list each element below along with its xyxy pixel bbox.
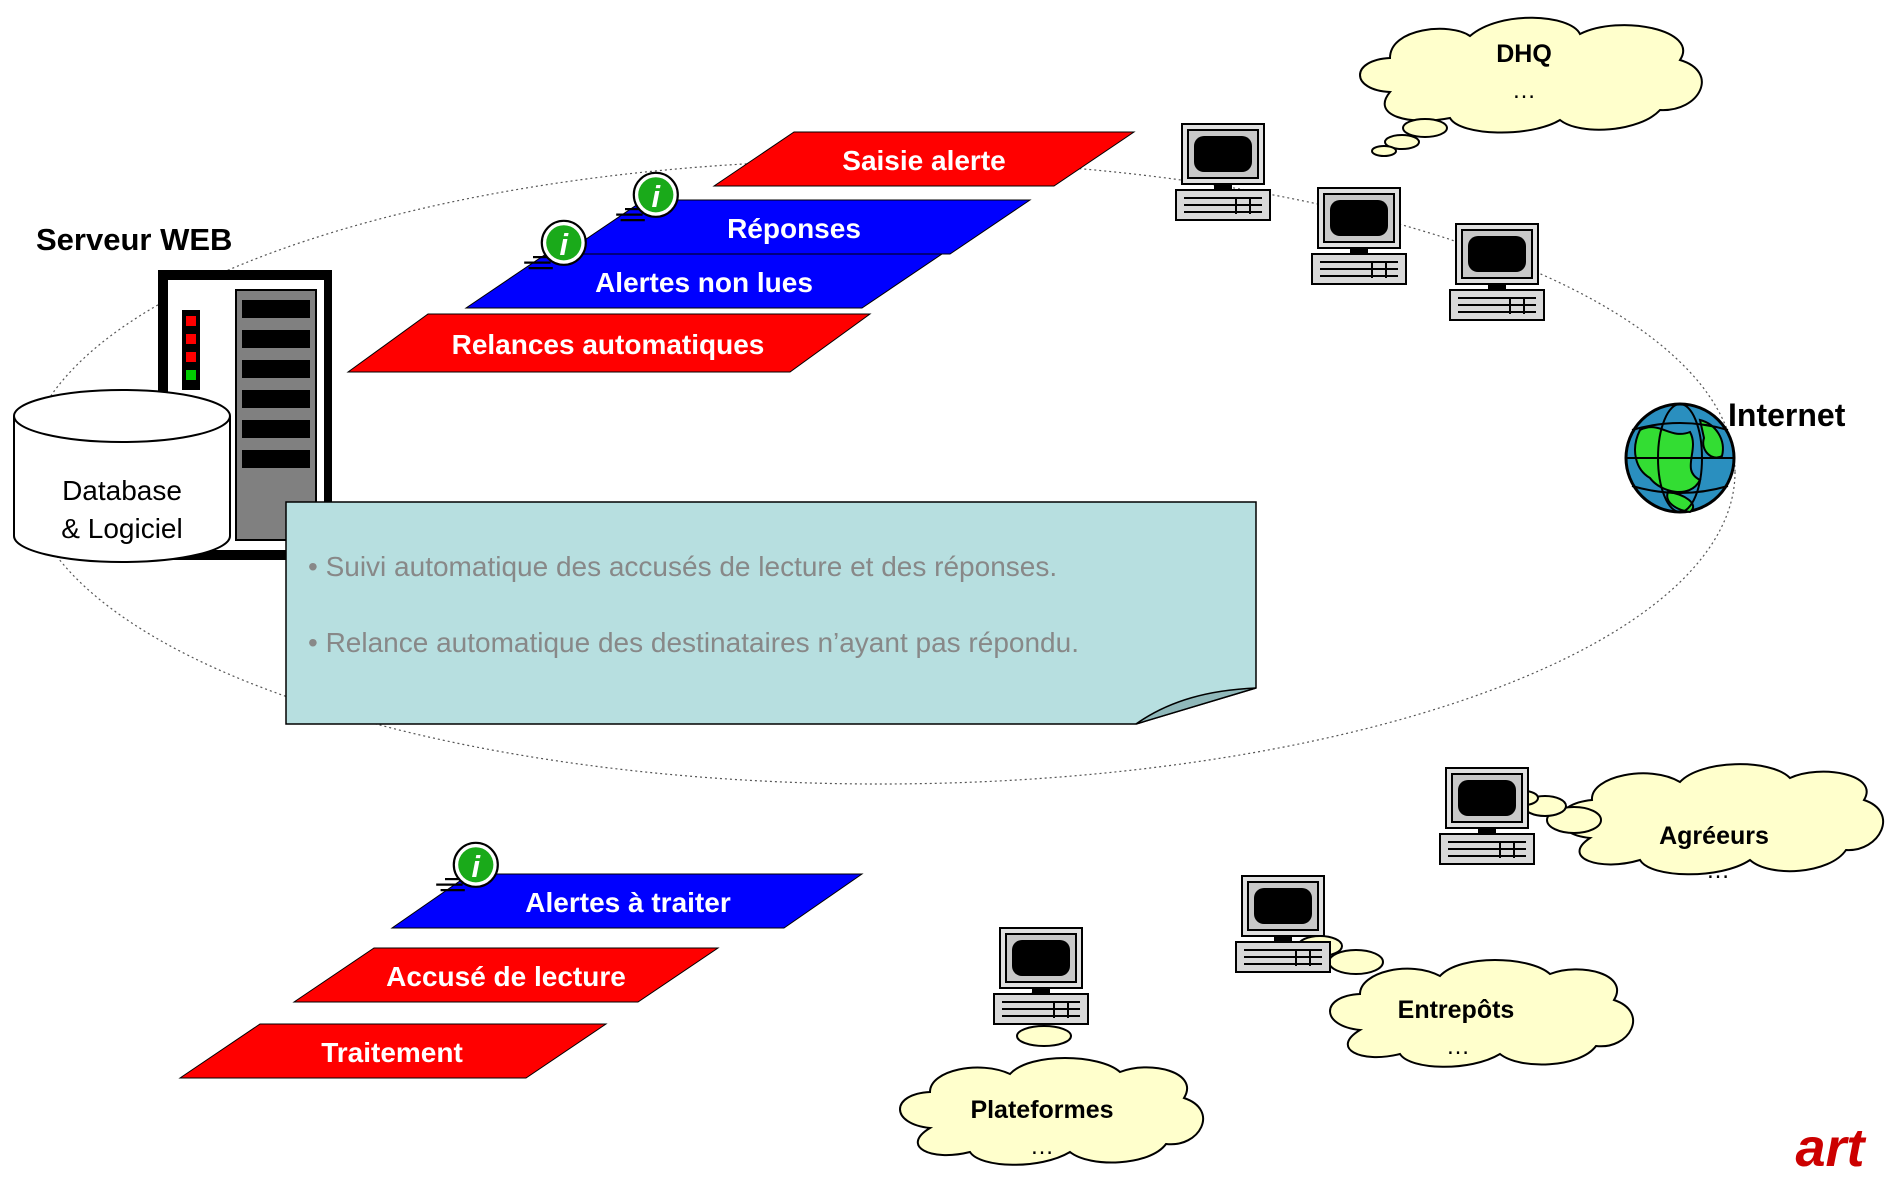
message-traitement: Traitement xyxy=(178,1023,608,1079)
svg-text:Alertes à traiter: Alertes à traiter xyxy=(525,887,731,918)
note-box: • Suivi automatique des accusés de lectu… xyxy=(285,501,1257,725)
message-relances-automatiques: Relances automatiques xyxy=(346,313,872,373)
database-label-2: & Logiciel xyxy=(61,513,182,544)
art-logo: art xyxy=(1795,1118,1866,1177)
cloud-plateformes-sub: … xyxy=(1030,1133,1054,1160)
computer-3 xyxy=(1448,222,1546,322)
cloud-entrepots: Entrepôts … xyxy=(1297,935,1635,1068)
database-icon: Database & Logiciel xyxy=(13,389,231,563)
svg-text:Accusé de lecture: Accusé de lecture xyxy=(386,961,626,992)
svg-text:Relances automatiques: Relances automatiques xyxy=(452,329,765,360)
cloud-plateformes-title: Plateformes xyxy=(970,1096,1113,1124)
message-accuse-de-lecture: Accusé de lecture xyxy=(292,947,720,1003)
computer-6 xyxy=(992,926,1090,1026)
computer-5 xyxy=(1234,874,1332,974)
note-line-1: • Suivi automatique des accusés de lectu… xyxy=(308,551,1057,582)
computer-2 xyxy=(1310,186,1408,286)
message-reponses: Réponses xyxy=(562,199,1032,255)
message-alertes-non-lues: Alertes non lues xyxy=(464,253,944,309)
computer-1 xyxy=(1174,122,1272,222)
globe-icon xyxy=(1624,402,1736,514)
cloud-dhq-title: DHQ xyxy=(1496,40,1552,68)
svg-text:Alertes non lues: Alertes non lues xyxy=(595,267,813,298)
note-line-2: • Relance automatique des destinataires … xyxy=(308,627,1079,658)
cloud-dhq: DHQ … xyxy=(1359,16,1703,157)
computer-4 xyxy=(1438,766,1536,866)
message-alertes-a-traiter: Alertes à traiter xyxy=(390,873,864,929)
cloud-agreeurs: Agréeurs … xyxy=(1509,763,1885,884)
database-label-1: Database xyxy=(62,475,182,506)
server-title: Serveur WEB xyxy=(36,222,232,257)
internet-label: Internet xyxy=(1728,397,1846,433)
cloud-agreeurs-title: Agréeurs xyxy=(1659,822,1769,850)
info-icon xyxy=(523,219,587,270)
svg-text:Traitement: Traitement xyxy=(321,1037,463,1068)
cloud-dhq-sub: … xyxy=(1512,77,1536,104)
message-saisie-alerte: Saisie alerte xyxy=(712,131,1136,187)
cloud-entrepots-title: Entrepôts xyxy=(1398,996,1515,1024)
cloud-agreeurs-sub: … xyxy=(1706,857,1730,884)
svg-text:Réponses: Réponses xyxy=(727,213,861,244)
cloud-entrepots-sub: … xyxy=(1446,1033,1470,1060)
info-icon xyxy=(435,841,499,892)
svg-text:Saisie alerte: Saisie alerte xyxy=(842,145,1005,176)
svg-text:art: art xyxy=(1795,1118,1866,1172)
